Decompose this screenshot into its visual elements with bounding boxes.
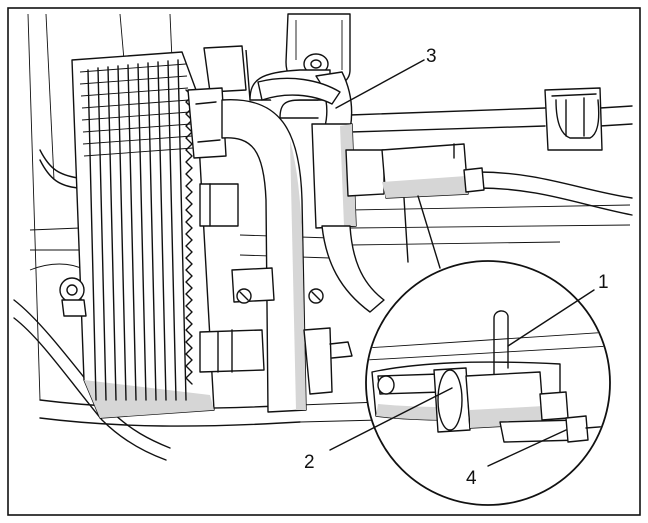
detail-pointer-line-a [417,195,441,269]
leader-line-4 [487,429,567,467]
callout-4: 4 [466,468,477,489]
callout-2: 2 [304,452,315,473]
detail-pointer-line-b [403,197,409,263]
cooler-side-fittings [199,183,265,373]
cooler-clips [187,45,247,159]
leader-line-3 [335,59,425,109]
leader-line-2 [329,387,453,451]
sensor-valve [381,143,485,199]
pipe-clamp [544,87,603,151]
detail-magnified-circle [365,260,611,506]
callout-3: 3 [426,46,437,67]
leader-line-1 [507,289,595,347]
oil-cooler-block [71,51,215,419]
mounting-bracket [285,13,351,88]
figure-border [7,7,641,516]
t-piece-connector [311,123,385,313]
hose-3 [257,71,353,131]
callout-1: 1 [598,272,609,293]
lower-bolts [59,267,353,395]
